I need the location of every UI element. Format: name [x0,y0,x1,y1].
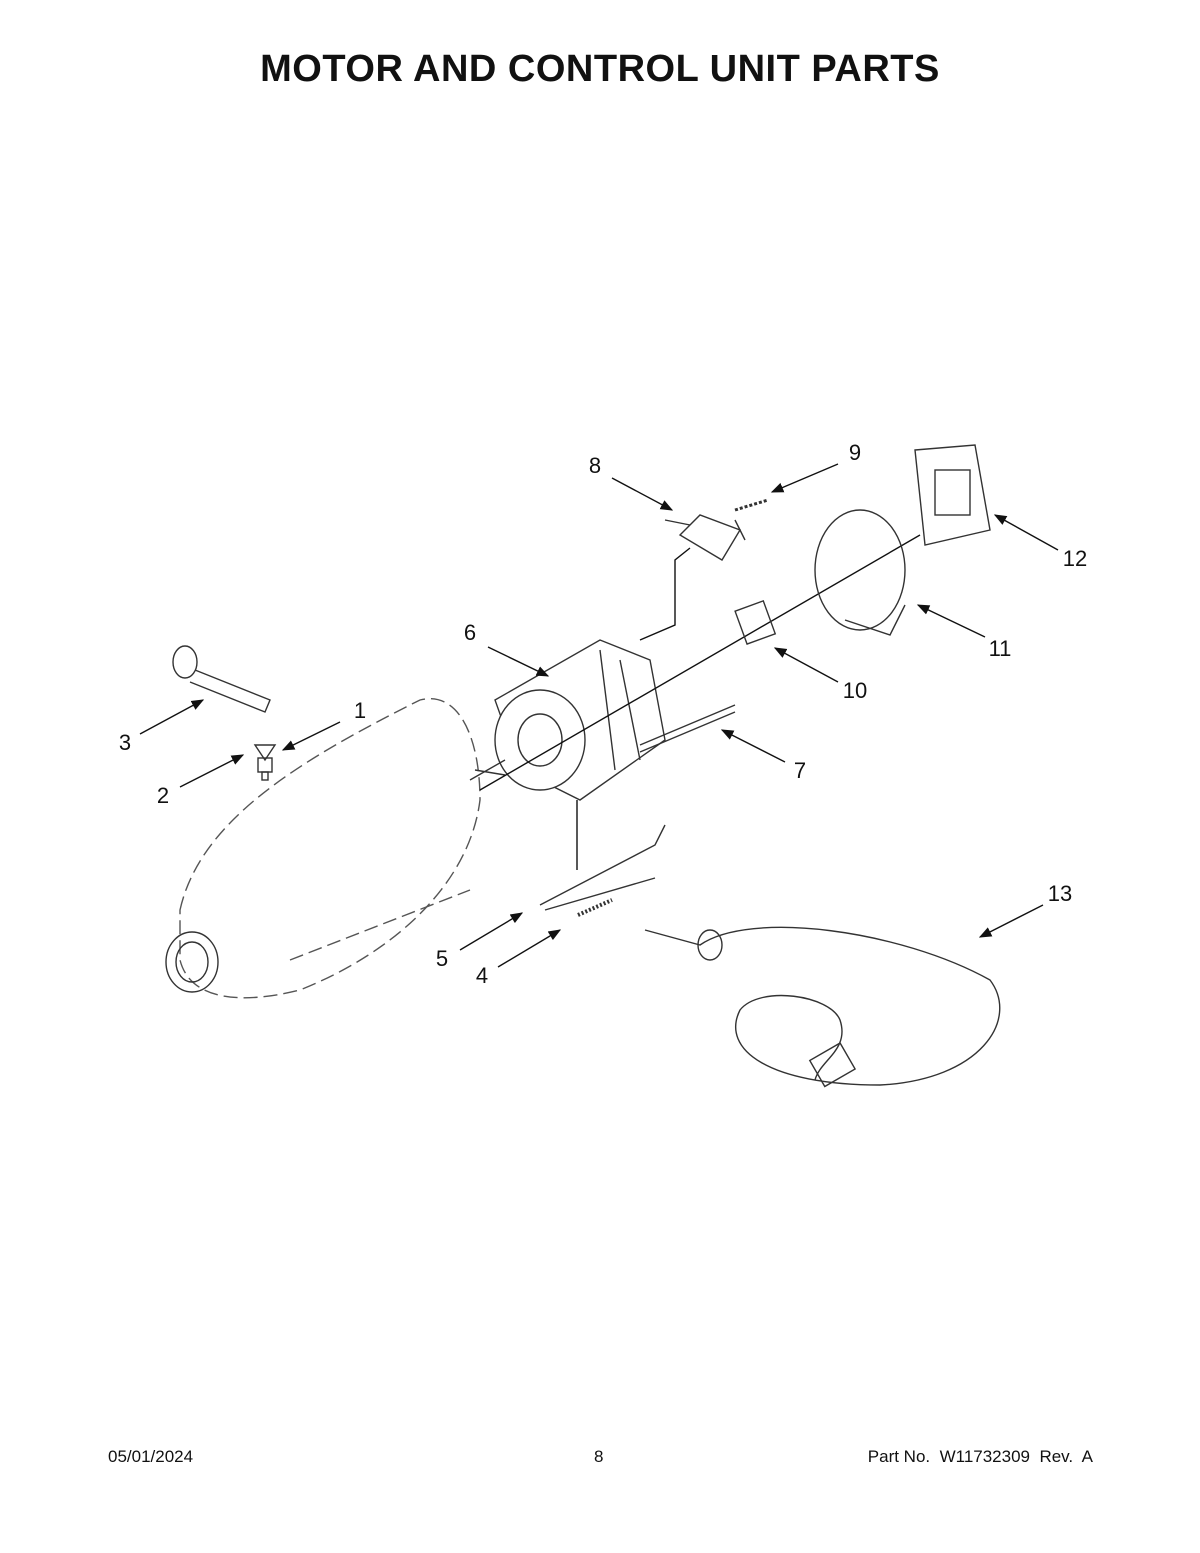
page-title: MOTOR AND CONTROL UNIT PARTS [260,48,940,90]
part-7-rod [639,704,736,753]
callout-label-10: 10 [843,678,867,703]
footer-date: 05/01/2024 [108,1447,194,1466]
callout-label-11: 11 [989,636,1012,661]
callout-label-12: 12 [1063,546,1087,571]
part-2-screw [257,757,273,781]
callout-arrow-8 [611,477,674,511]
part-5-hook [544,877,656,911]
part-13-power-cord [644,926,1001,1088]
part-10-switch [734,599,777,645]
callout-arrow-13 [978,904,1044,938]
mixer-housing-outline [179,698,481,999]
callout-label-1: 1 [354,698,366,723]
callout-arrow-2 [179,754,245,788]
callout-arrow-6 [487,646,550,677]
callout-arrow-7 [720,729,786,763]
part-6-motor [469,639,666,801]
part-5-linkage [539,824,666,906]
footer-part-number: Part No. W11732309 Rev. A [867,1447,1093,1466]
housing-hub [165,931,219,993]
part-1-washer [253,744,277,762]
callout-label-3: 3 [119,730,131,755]
callout-label-13: 13 [1048,881,1072,906]
callout-label-2: 2 [157,783,169,808]
callout-label-9: 9 [849,440,861,465]
callout-arrow-10 [773,647,839,683]
callout-label-8: 8 [589,453,601,478]
callout-arrow-11 [916,604,986,638]
callout-label-7: 7 [794,758,806,783]
part-12-control-board [914,444,991,546]
callout-label-6: 6 [464,620,476,645]
footer-page-number: 8 [594,1447,604,1466]
callout-arrow-5 [459,912,524,951]
part-11-ring [814,509,906,636]
part-8-bracket [664,514,746,561]
part-9-spring [734,498,769,512]
part-4-spring [577,898,613,917]
callout-arrow-1 [281,721,341,751]
callout-arrow-3 [139,699,205,735]
callout-label-4: 4 [476,963,488,988]
callout-arrow-9 [770,463,839,493]
part-3-bracket [172,645,271,713]
callout-arrow-12 [993,514,1059,551]
callout-label-5: 5 [436,946,448,971]
callout-arrow-4 [497,929,562,968]
